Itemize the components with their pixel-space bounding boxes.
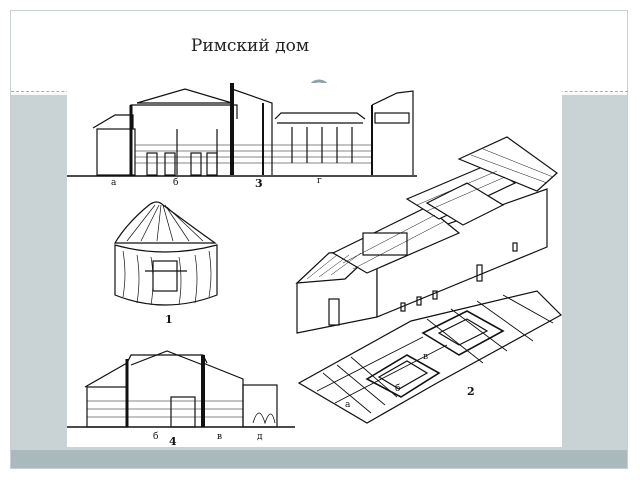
roman-house-illustration: а б 3 г 1 2 а б в б 4 в д: [67, 83, 562, 447]
slide-title: Римский дом: [190, 36, 310, 56]
section-drawing-top: [67, 83, 417, 177]
label-isometric-number: 2: [467, 385, 475, 398]
label-plan-b: б: [395, 383, 400, 394]
label-section3-b: б: [173, 177, 178, 188]
label-plan-a: а: [345, 400, 351, 410]
label-section3-number: 3: [255, 177, 263, 190]
round-hut-drawing: [113, 201, 218, 306]
label-section4-b: б: [153, 431, 158, 442]
label-section3-g: г: [317, 176, 322, 186]
label-plan-v: в: [423, 352, 428, 362]
label-section3-a: а: [111, 178, 117, 188]
label-section4-v: в: [217, 432, 222, 442]
isometric-house-drawing: [295, 136, 562, 424]
figure-labels: а б 3 г 1 2 а б в б 4 в д: [111, 176, 475, 447]
section-drawing-bottom: [67, 350, 295, 428]
label-hut-number: 1: [165, 313, 173, 326]
label-section4-d: д: [257, 432, 263, 442]
bottom-bar: [11, 450, 627, 468]
label-section4-number: 4: [169, 435, 177, 447]
